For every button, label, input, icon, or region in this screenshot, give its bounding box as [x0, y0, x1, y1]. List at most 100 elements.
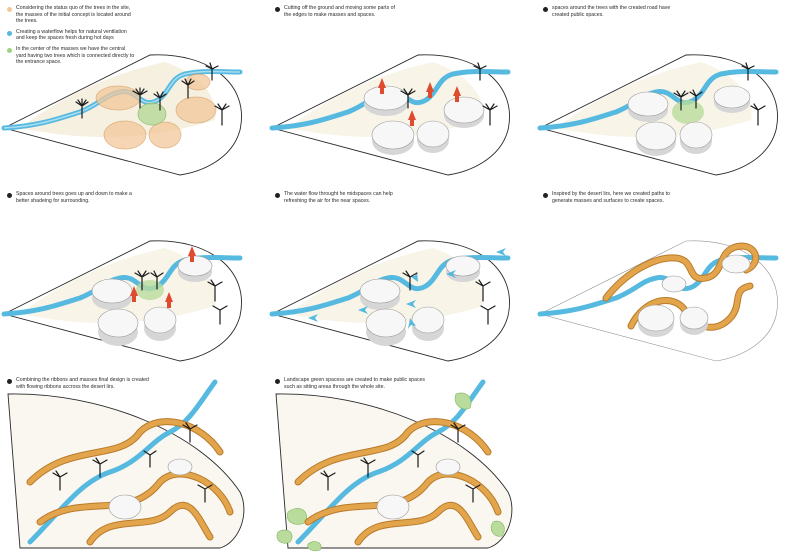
site-diagram-2 — [269, 54, 511, 176]
site-diagram-3 — [537, 54, 779, 176]
mass-block — [365, 308, 407, 338]
annotation-list-7: Combining the ribbons and masses final d… — [7, 377, 157, 394]
site-outline — [2, 240, 242, 362]
diagram-panel-3: spaces around the trees with the created… — [536, 0, 798, 182]
site-diagram-5 — [269, 240, 511, 362]
up-arrow-icon — [378, 78, 461, 126]
annotation-text: Inspired by the desert lirs, here we cre… — [552, 191, 670, 204]
ribbon-path — [294, 418, 502, 546]
annotation-item: Creating a waterflow helps for natural v… — [7, 29, 135, 42]
legend-dot — [7, 193, 12, 198]
mass-block — [713, 85, 751, 109]
diagram-panel-6: Inspired by the desert lirs, here we cre… — [536, 186, 798, 368]
annotation-item: Spaces around trees goes up and down to … — [7, 191, 135, 204]
diagram-panel-5: The water flow throught he midspaces can… — [268, 186, 530, 368]
legend-dot — [7, 30, 12, 36]
mass-block — [635, 121, 677, 151]
annotation-text: Landscape green spacess are created to m… — [284, 377, 426, 390]
annotation-text: Creating a waterflow helps for natural v… — [16, 28, 127, 42]
legend-dot — [7, 379, 12, 384]
mass-block — [143, 306, 177, 334]
water-flow — [295, 379, 486, 545]
annotation-list-8: Landscape green spacess are created to m… — [275, 377, 425, 394]
site-outline — [270, 54, 510, 176]
site-diagram-1 — [1, 54, 243, 176]
annotation-list-5: The water flow throught he midspaces can… — [275, 191, 403, 208]
annotation-list-2: Cutting off the ground and moving some p… — [275, 5, 403, 22]
annotation-item: Combining the ribbons and masses final d… — [7, 377, 157, 390]
mass-block — [679, 306, 709, 330]
ribbon-path — [26, 418, 234, 546]
diagram-panel-2: Cutting off the ground and moving some p… — [268, 0, 530, 182]
mass-block — [679, 121, 713, 149]
palm-icon — [673, 62, 766, 126]
palm-icon — [134, 270, 228, 325]
annotation-item: Considering the status quo of the trees … — [7, 5, 135, 25]
annotation-list-1: Considering the status quo of the trees … — [7, 5, 135, 70]
mass-block — [363, 85, 409, 111]
legend-dot — [543, 7, 548, 12]
mass-outline — [148, 121, 182, 149]
legend-dot — [7, 7, 12, 12]
legend-dot — [7, 47, 12, 53]
palm-icon — [320, 422, 481, 503]
mass-block — [91, 278, 133, 304]
palm-icon — [402, 270, 496, 325]
diagram-panel-1: Considering the status quo of the trees … — [0, 0, 262, 182]
central-yard — [137, 102, 167, 126]
site-outline — [2, 54, 242, 176]
site-diagram-8 — [275, 379, 513, 552]
legend-dot — [275, 7, 280, 12]
mass-block — [411, 306, 445, 334]
annotation-list-3: spaces around the trees with the created… — [543, 5, 671, 22]
site-diagram-6 — [537, 240, 779, 362]
central-yard — [672, 100, 704, 124]
annotation-item: Inspired by the desert lirs, here we cre… — [543, 191, 671, 204]
mass-block — [371, 120, 415, 150]
annotation-item: The water flow throught he midspaces can… — [275, 191, 403, 204]
palm-icon — [75, 62, 230, 126]
annotation-item: spaces around the trees with the created… — [543, 5, 671, 18]
airflow-arrow-icon — [308, 248, 506, 329]
mass-outline — [175, 96, 217, 124]
legend-dot — [275, 379, 280, 384]
legend-dot — [275, 193, 280, 198]
up-arrow-icon — [130, 246, 196, 308]
annotation-item: In the center of the masses we have the … — [7, 46, 135, 66]
mass-block — [416, 120, 450, 148]
mass-block — [108, 494, 142, 520]
water-flow — [537, 69, 779, 131]
mass-outline — [95, 85, 141, 111]
diagram-panel-7: Combining the ribbons and masses final d… — [0, 372, 262, 554]
annotation-list-6: Inspired by the desert lirs, here we cre… — [543, 191, 671, 208]
mass-block — [177, 255, 213, 277]
annotation-item: Landscape green spacess are created to m… — [275, 377, 425, 390]
site-diagram-7 — [7, 379, 245, 549]
annotation-text: In the center of the masses we have the … — [16, 45, 135, 66]
palm-icon — [52, 422, 213, 503]
mass-block — [443, 96, 485, 124]
central-yard — [136, 280, 164, 300]
mass-block — [97, 308, 139, 338]
annotation-text: Cutting off the ground and moving some p… — [284, 5, 395, 18]
legend-dot — [543, 193, 548, 198]
water-flow — [27, 379, 218, 545]
mass-block — [637, 304, 675, 332]
diagram-panel-8: Landscape green spacess are created to m… — [268, 372, 530, 554]
annotation-text: Combining the ribbons and masses final d… — [16, 377, 149, 390]
site-outline — [270, 240, 510, 362]
annotation-item: Cutting off the ground and moving some p… — [275, 5, 403, 18]
annotation-list-4: Spaces around trees goes up and down to … — [7, 191, 135, 208]
annotation-text: The water flow throught he midspaces can… — [284, 191, 393, 204]
site-outline — [538, 54, 778, 176]
site-outline — [539, 240, 778, 362]
annotation-text: Considering the status quo of the trees … — [16, 5, 131, 25]
mass-block — [721, 254, 751, 274]
mass-block — [435, 458, 461, 476]
mass-outline — [103, 120, 147, 150]
mass-block — [359, 278, 401, 304]
annotation-text: spaces around the trees with the created… — [552, 5, 671, 18]
diagram-panel-4: Spaces around trees goes up and down to … — [0, 186, 262, 368]
palm-icon — [400, 62, 498, 126]
mass-block — [627, 91, 669, 117]
